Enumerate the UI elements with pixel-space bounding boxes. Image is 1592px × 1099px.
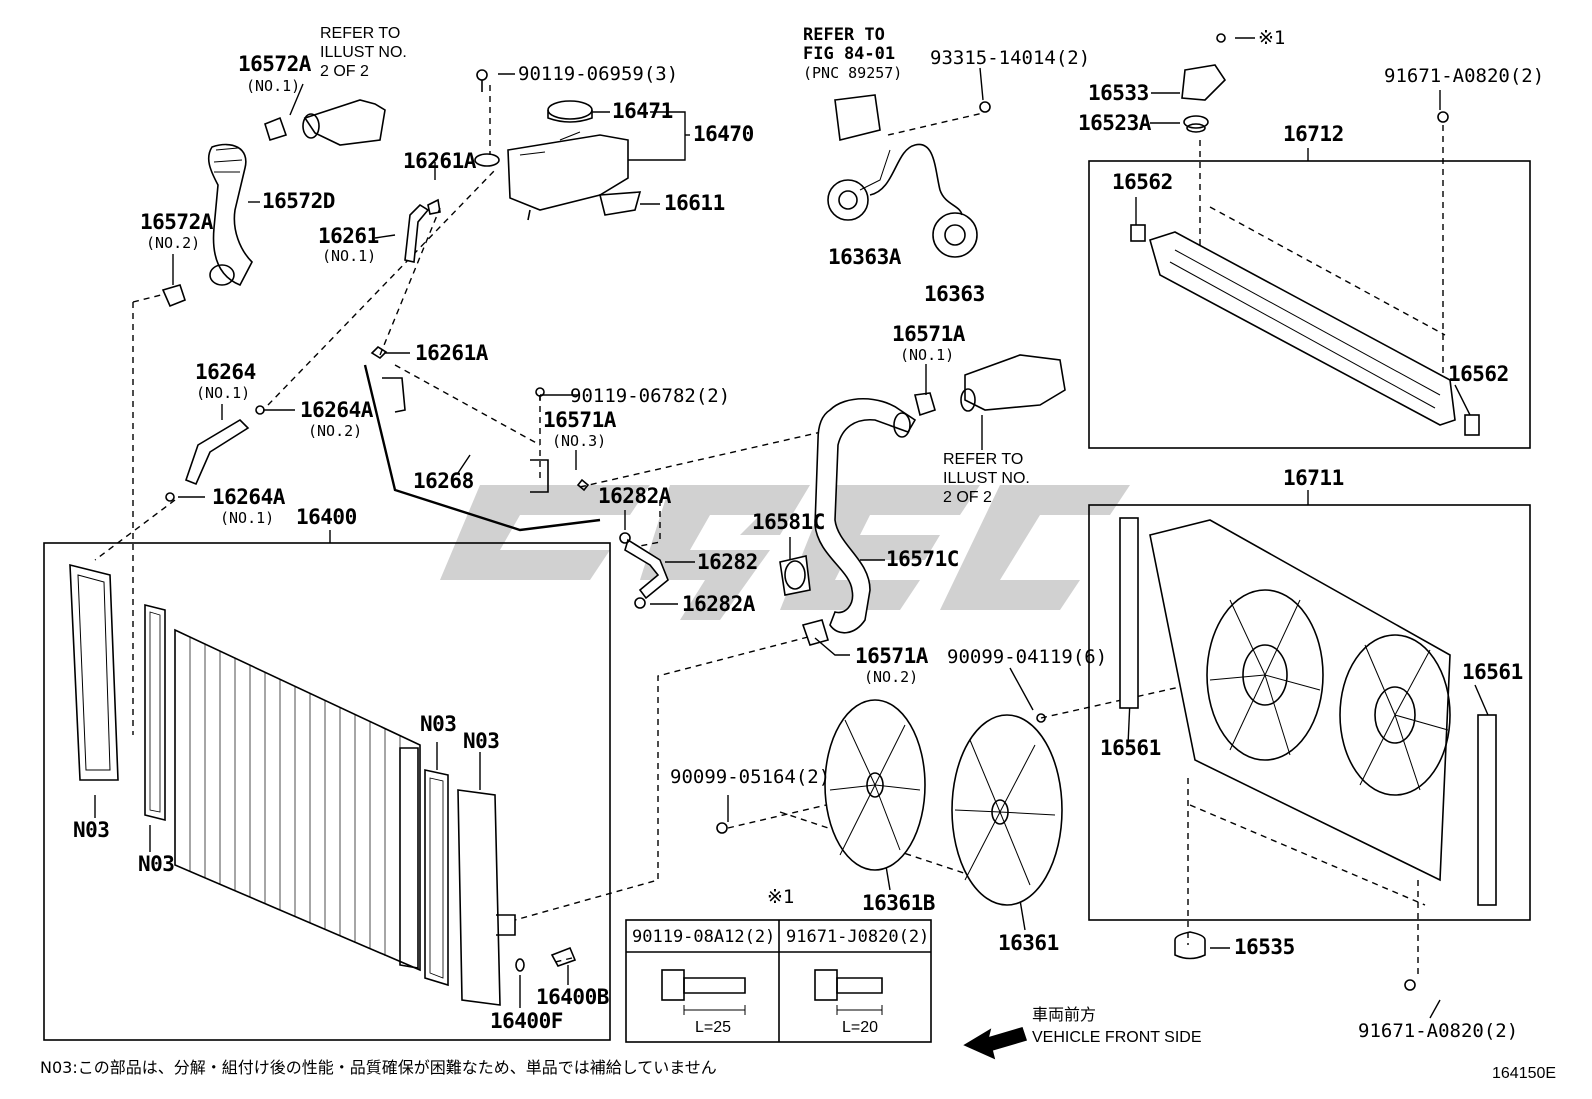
label-16571A-no2-sub: (NO.2) <box>864 668 919 686</box>
label-16361B: 16361B <box>862 891 935 915</box>
label-16581C: 16581C <box>752 510 825 534</box>
label-16282A-top: 16282A <box>598 484 671 508</box>
label-16571A-no2: 16571A <box>855 644 928 668</box>
label-16264A-no2: 16264A <box>300 398 373 422</box>
watermark-logo <box>440 485 1130 620</box>
label-16562-b: 16562 <box>1448 362 1509 386</box>
direction-jp: 車両前方 <box>1032 1005 1097 1024</box>
label-16282: 16282 <box>697 550 758 574</box>
label-90119-06782: 90119-06782(2) <box>570 385 731 407</box>
label-n03-a: N03 <box>73 818 110 842</box>
footnote-n03: N03:この部品は、分解・組付け後の性能・品質確保が困難なため、単品では補給して… <box>40 1058 717 1077</box>
label-16264-sub: (NO.1) <box>196 384 251 402</box>
label-16261A-top: 16261A <box>403 149 476 173</box>
direction-en: VEHICLE FRONT SIDE <box>1032 1029 1202 1046</box>
label-16264A-no1-sub: (NO.1) <box>220 509 275 527</box>
fan-blades-art <box>716 699 1063 906</box>
bolt-drawings <box>661 969 883 1015</box>
vehicle-front-arrow <box>963 1027 1028 1060</box>
label-16572A-no2-sub: (NO.2) <box>146 234 201 252</box>
label-16268: 16268 <box>413 469 474 493</box>
label-16470: 16470 <box>693 122 754 146</box>
label-16571A-no1: 16571A <box>892 322 965 346</box>
label-16711: 16711 <box>1283 466 1344 490</box>
label-16261-sub: (NO.1) <box>322 247 377 265</box>
fan-shroud-box <box>1088 504 1531 921</box>
label-16361: 16361 <box>998 931 1059 955</box>
label-91671-bot: 91671-A0820(2) <box>1358 1020 1519 1042</box>
small-hoses-art <box>165 198 669 609</box>
label-16571A-no3: 16571A <box>543 408 616 432</box>
radiator-assy-box <box>43 542 611 1041</box>
lower-hose-art <box>779 354 1066 646</box>
upper-hose-art <box>161 99 386 308</box>
label-n03-b: N03 <box>138 852 175 876</box>
label-16471: 16471 <box>612 99 673 123</box>
label-16611: 16611 <box>664 191 725 215</box>
label-16400: 16400 <box>296 505 357 529</box>
label-16282A-bot: 16282A <box>682 592 755 616</box>
label-91671-top: 91671-A0820(2) <box>1384 65 1545 87</box>
label-16400F: 16400F <box>490 1009 563 1033</box>
label-16523A: 16523A <box>1078 111 1151 135</box>
label-90099-05164: 90099-05164(2) <box>670 766 831 788</box>
label-table-mark: ※1 <box>767 886 795 908</box>
label-16400B: 16400B <box>536 985 609 1009</box>
label-90099-04119: 90099-04119(6) <box>947 646 1108 668</box>
label-16533: 16533 <box>1088 81 1149 105</box>
label-16261: 16261 <box>318 224 379 248</box>
label-16572D: 16572D <box>262 189 335 213</box>
fan-motors-art <box>827 94 991 258</box>
label-16261A-mid: 16261A <box>415 341 488 365</box>
shroud-bracket-art <box>1130 33 1480 436</box>
label-16535: 16535 <box>1234 935 1295 959</box>
shroud-bracket-box <box>1088 160 1531 449</box>
table-part-1: 90119-08A12(2) <box>632 927 776 947</box>
table-length-2: L=20 <box>842 1019 879 1036</box>
label-16571C: 16571C <box>886 547 959 571</box>
label-16264: 16264 <box>195 360 256 384</box>
label-16572A-no1: 16572A <box>238 52 311 76</box>
radiator-core-art <box>69 563 577 1006</box>
label-16572A-no1-sub: (NO.1) <box>246 77 301 95</box>
refer-fig: REFER TO FIG 84-01 (PNC 89257) <box>803 25 903 83</box>
fan-shroud-art <box>1036 517 1497 991</box>
label-n03-c: N03 <box>420 712 457 736</box>
label-93315-14014: 93315-14014(2) <box>930 47 1091 69</box>
table-length-1: L=25 <box>695 1019 732 1036</box>
label-90119-06959: 90119-06959(3) <box>518 63 679 85</box>
label-16561-b: 16561 <box>1462 660 1523 684</box>
label-16363A: 16363A <box>828 245 901 269</box>
label-16561-a: 16561 <box>1100 736 1161 760</box>
diagram-code: 164150E <box>1492 1065 1557 1082</box>
label-16363: 16363 <box>924 282 985 306</box>
reservoir-tank-art <box>474 69 642 221</box>
label-16264A-no1: 16264A <box>212 485 285 509</box>
label-16712: 16712 <box>1283 122 1344 146</box>
label-16571A-no1-sub: (NO.1) <box>900 346 955 364</box>
label-16264A-no2-sub: (NO.2) <box>308 422 363 440</box>
table-part-2: 91671-J0820(2) <box>786 927 930 947</box>
label-n03-d: N03 <box>463 729 500 753</box>
label-16571A-no3-sub: (NO.3) <box>552 432 607 450</box>
refer-illust-top: REFER TO ILLUST NO. 2 OF 2 <box>320 25 407 80</box>
label-16572A-no2: 16572A <box>140 210 213 234</box>
label-16562-a: 16562 <box>1112 170 1173 194</box>
refer-illust-mid: REFER TO ILLUST NO. 2 OF 2 <box>943 451 1030 506</box>
label-mark-top: ※1 <box>1258 27 1286 49</box>
